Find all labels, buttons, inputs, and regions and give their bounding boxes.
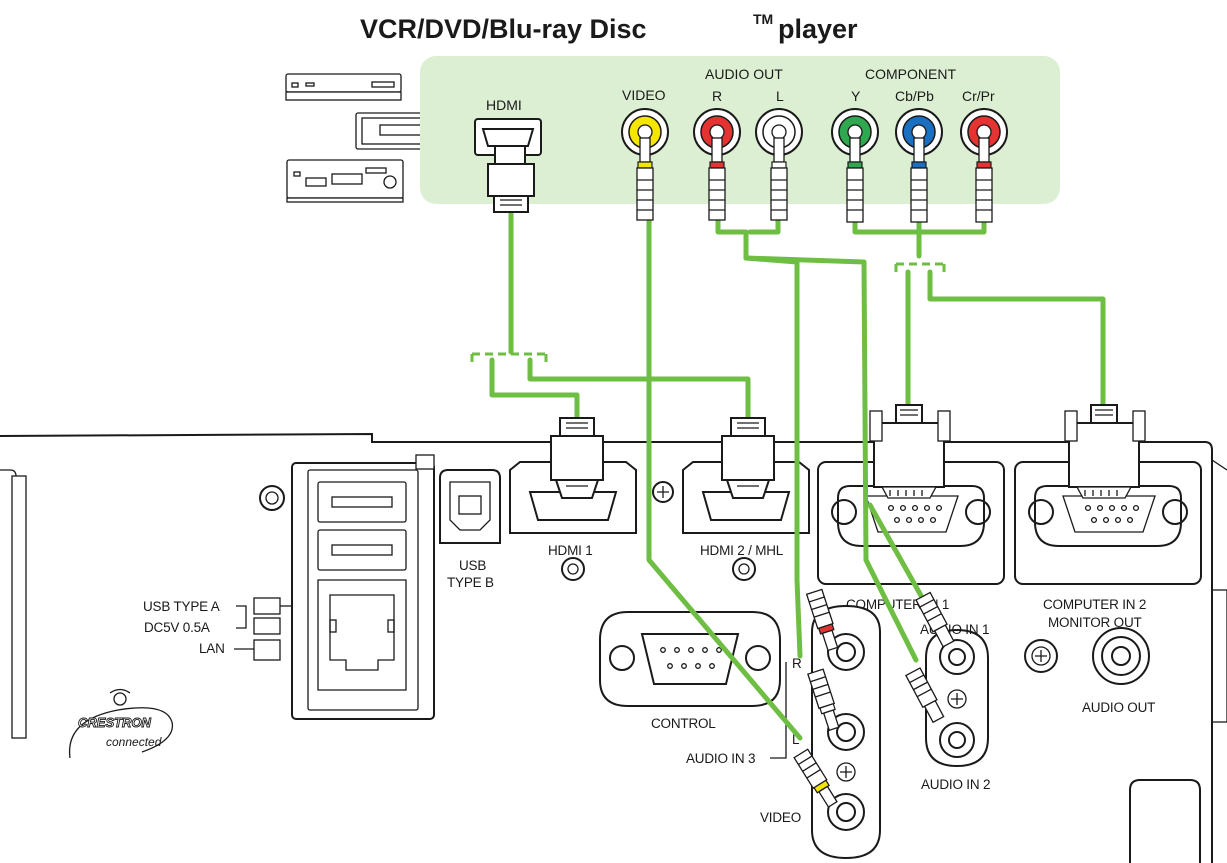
- source-video-label: VIDEO: [622, 87, 666, 103]
- logo-sub: connected: [106, 735, 162, 749]
- title-tm: TM: [753, 11, 773, 27]
- audio-in3-l-plug: [807, 668, 840, 732]
- audio-in3-r-label: R: [792, 656, 802, 671]
- video-label: VIDEO: [760, 810, 801, 825]
- audio-in2-label: AUDIO IN 2: [921, 777, 990, 792]
- usb-type-b-label-line2: TYPE B: [447, 575, 494, 590]
- video-cable: [646, 217, 803, 741]
- usb-type-a-port-2: [317, 529, 407, 571]
- source-hdmi-plug: [487, 145, 535, 213]
- hdmi2-plug: [721, 417, 775, 499]
- vcr-device-icon: [285, 73, 402, 101]
- component-y-cable: [852, 219, 922, 235]
- usb-type-a-port-1: [317, 481, 407, 523]
- control-label: CONTROL: [651, 716, 716, 731]
- usb-lan-block: [259, 454, 435, 720]
- source-l-label: L: [776, 88, 784, 104]
- source-crpr-label: Cr/Pr: [962, 88, 995, 104]
- lan-label: LAN: [199, 641, 225, 656]
- component-cr-cable: [916, 219, 987, 235]
- crestron-logo: CRESTRON connected: [68, 688, 174, 759]
- hdmi1-label: HDMI 1: [548, 543, 593, 558]
- control-port: [599, 611, 781, 707]
- audio-in1-plug: [915, 591, 955, 648]
- hdmi2-mhl-label: HDMI 2 / MHL: [700, 543, 784, 558]
- source-rca-plugs: [636, 137, 993, 223]
- usb-type-b-label-line1: USB: [459, 558, 486, 573]
- monitor-out-label: MONITOR OUT: [1048, 615, 1142, 630]
- audio-in3-l-label: L: [792, 732, 800, 747]
- source-audio-l-jack: [755, 108, 803, 156]
- hdmi-splitter-bracket: [470, 352, 548, 364]
- audio-in3-bracket: [770, 662, 787, 759]
- source-y-label: Y: [851, 88, 861, 104]
- audio-in3-r-jack: [827, 633, 865, 671]
- computer-in1-plug: [869, 404, 951, 499]
- audio-cable-to-in1: [743, 255, 919, 663]
- source-crpr-jack: [960, 108, 1008, 156]
- hdmi1-plug: [550, 417, 604, 499]
- audio-in2-plug: [905, 667, 945, 724]
- source-labels: HDMI VIDEO AUDIO OUT R L COMPONENT Y Cb/…: [486, 66, 995, 113]
- source-hdmi-label: HDMI: [486, 97, 522, 113]
- title-main: VCR/DVD/Blu-ray Disc: [360, 14, 647, 44]
- logo-brand: CRESTRON: [78, 715, 152, 730]
- audio-out-jack: [1092, 627, 1150, 685]
- audio-in3-r-plug: [805, 588, 839, 652]
- video-plug: [793, 748, 838, 808]
- source-component-label: COMPONENT: [865, 66, 956, 82]
- source-r-label: R: [712, 88, 722, 104]
- audio-out-r-cable: [715, 215, 749, 261]
- audio-in1-jack: [939, 639, 975, 675]
- audio-in2-jack: [939, 722, 975, 758]
- audio-out-label: AUDIO OUT: [1082, 700, 1155, 715]
- computer-in2-label: COMPUTER IN 2: [1043, 597, 1146, 612]
- component-splitter-bracket: [894, 262, 946, 274]
- hdmi-cable-to-hdmi2: [527, 357, 751, 421]
- diagram-title: VCR/DVD/Blu-ray Disc TM player: [360, 11, 858, 44]
- usb-lan-leader-lines: [234, 597, 292, 661]
- screw-hole: [259, 485, 285, 511]
- source-audio-out-label: AUDIO OUT: [705, 66, 783, 82]
- audio-in3-label: AUDIO IN 3: [686, 751, 755, 766]
- audio-in3-video-column: [811, 604, 881, 860]
- title-suffix: player: [778, 14, 858, 44]
- component-to-computer-in2: [927, 269, 1106, 408]
- source-cbpb-label: Cb/Pb: [895, 88, 934, 104]
- usb-type-a-label: USB TYPE A: [143, 599, 220, 614]
- audio-out-l-cable: [747, 215, 781, 235]
- computer-in2-plug: [1064, 404, 1146, 499]
- bluray-device-icon: [286, 159, 404, 203]
- hdmi-cable-to-hdmi1: [489, 357, 580, 421]
- lan-port: [317, 579, 407, 691]
- dc5v-label: DC5V 0.5A: [144, 620, 210, 635]
- audio-in1-in2-column: [925, 628, 989, 768]
- usb-type-b-port: [439, 469, 501, 544]
- video-jack: [827, 793, 865, 831]
